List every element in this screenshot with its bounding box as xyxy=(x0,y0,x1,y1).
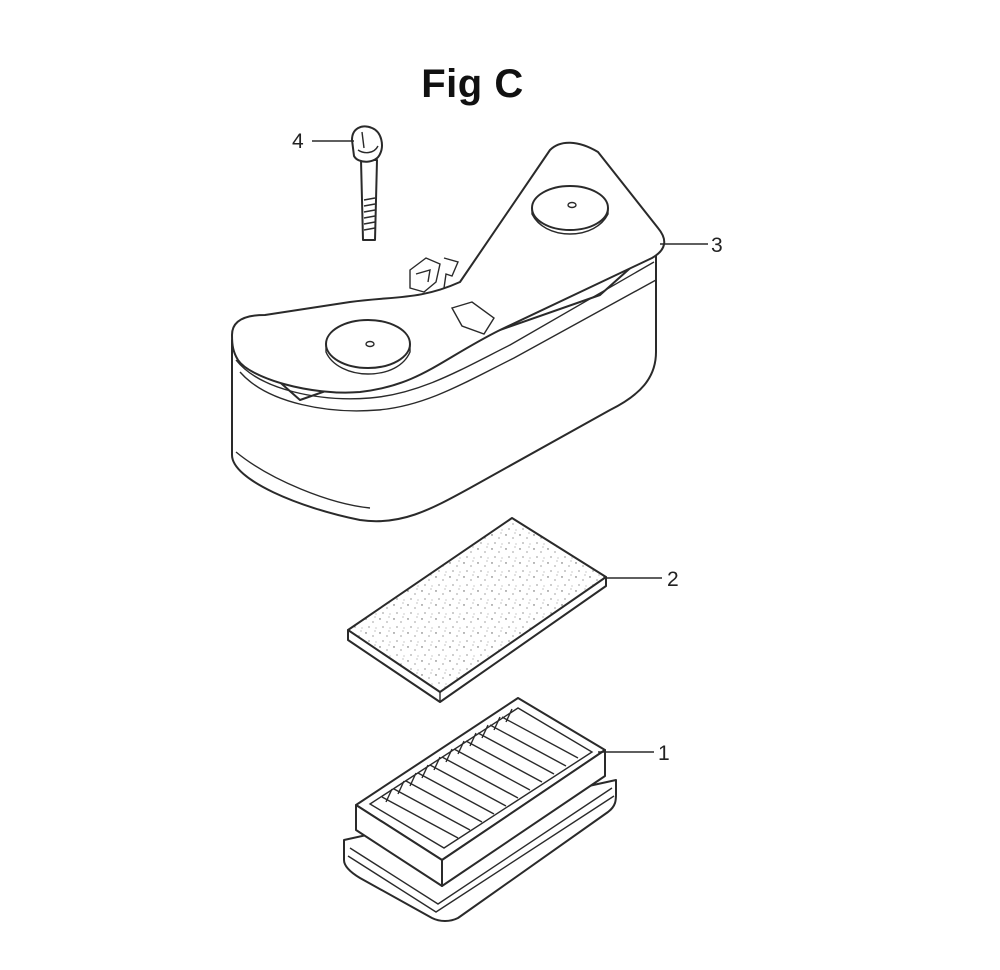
bolt-knob-part xyxy=(351,125,383,241)
figure-title: Fig C xyxy=(421,62,524,106)
pleated-element-part xyxy=(343,697,617,922)
callout-4: 4 xyxy=(292,130,304,153)
foam-pre-filter-part xyxy=(347,517,607,703)
callout-1: 1 xyxy=(658,742,670,765)
leader-lines xyxy=(312,140,708,753)
air-cleaner-cover-part xyxy=(231,141,666,523)
element-pleats xyxy=(381,708,579,839)
cover-logo-mark xyxy=(409,257,495,335)
callout-2: 2 xyxy=(667,568,679,591)
callout-3: 3 xyxy=(711,234,723,257)
cover-boss-rear xyxy=(531,185,609,235)
cover-boss-front xyxy=(325,319,411,375)
